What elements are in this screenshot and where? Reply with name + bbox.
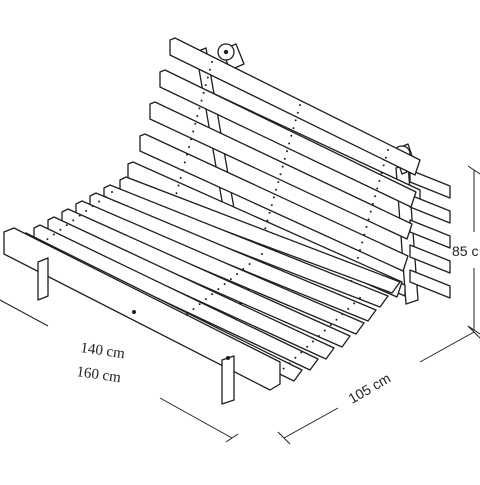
height-label: 85 c — [452, 243, 478, 259]
width-label-primary: 140 cm — [79, 340, 126, 362]
left-pivot-bolt — [223, 49, 229, 55]
front-right-leg — [221, 355, 235, 405]
front-left-leg — [37, 257, 49, 301]
seat-bolt-line-left — [29, 191, 113, 253]
height-dim-tick-top — [467, 165, 480, 175]
backrest-slat — [139, 133, 409, 272]
backrest-slat — [149, 101, 413, 240]
side-slat — [409, 269, 451, 299]
height-dimension: 85 c — [452, 165, 480, 335]
front-frame — [3, 227, 281, 405]
depth-dim-tick-right — [467, 325, 480, 339]
width-dim-line-right — [159, 397, 233, 439]
side-slat — [409, 219, 451, 249]
backrest-bolt-line-right — [349, 149, 389, 287]
width-label-secondary: 160 cm — [75, 364, 122, 386]
side-slats-right — [409, 169, 451, 299]
side-slat — [409, 244, 451, 274]
backrest-bolt-line-mid — [261, 104, 301, 241]
height-dim-tick-bottom — [467, 325, 480, 335]
backrest-slat — [169, 37, 421, 176]
side-slat — [409, 169, 451, 199]
backrest — [127, 37, 421, 298]
depth-dim-line-right — [419, 331, 475, 363]
width-dim-line-left — [0, 299, 49, 327]
rail-bolt — [226, 356, 230, 360]
backrest-slat — [159, 69, 417, 208]
depth-dim-tick-left — [277, 431, 291, 445]
depth-label: 105 cm — [346, 370, 394, 407]
side-slat — [409, 194, 451, 224]
width-dimension: 140 cm 160 cm — [0, 299, 239, 443]
depth-dim-line-left — [283, 407, 339, 439]
front-rail — [3, 227, 281, 391]
rail-bolt — [132, 310, 136, 314]
seat-bolt-line-mid — [179, 253, 263, 321]
width-dim-tick — [225, 433, 239, 443]
